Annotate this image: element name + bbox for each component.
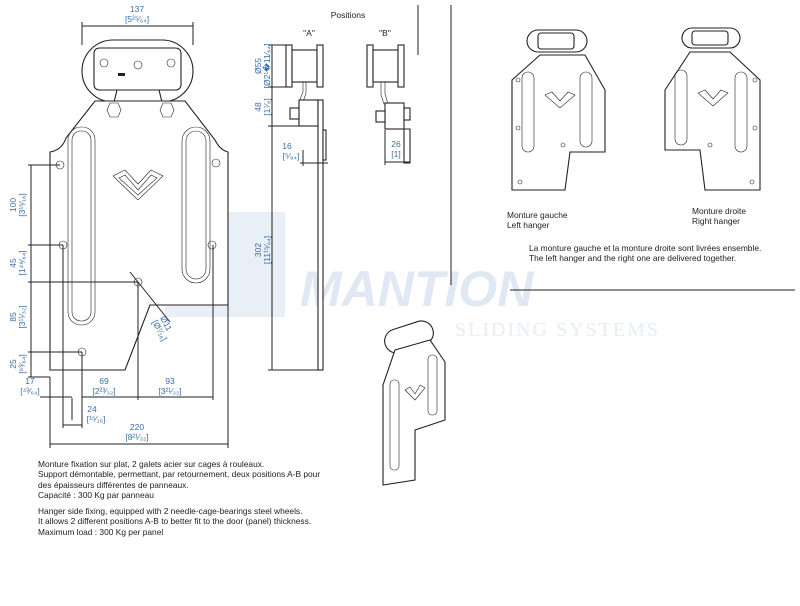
- svg-text:[3¹¹⁄₃₂]: [3¹¹⁄₃₂]: [17, 305, 27, 328]
- description-line: Capacité : 300 Kg par panneau: [38, 489, 154, 500]
- svg-text:[⁶³⁄₆₄]: [⁶³⁄₆₄]: [17, 354, 27, 373]
- svg-text:26: 26: [391, 139, 401, 149]
- svg-text:[1⁴⁹⁄₆₄]: [1⁴⁹⁄₆₄]: [17, 250, 27, 275]
- right-hanger-fr: Monture droite: [692, 206, 746, 216]
- position-a-label: "A": [303, 28, 315, 38]
- svg-text:69: 69: [99, 376, 109, 386]
- right-hanger-en: Right hanger: [692, 216, 740, 227]
- svg-text:48: 48: [253, 102, 263, 112]
- side-view-position-a: [285, 44, 327, 371]
- description-line: Hanger side fixing, equipped with 2 need…: [38, 506, 303, 516]
- svg-text:93: 93: [165, 376, 175, 386]
- description-line: des épaisseurs différentes de panneaux.: [38, 479, 189, 490]
- watermark-tagline: SLIDING SYSTEMS: [455, 319, 660, 341]
- description-fr: Monture fixation sur plat, 2 galets acie…: [38, 459, 320, 500]
- svg-text:[⁵⁄₈₄]: [⁵⁄₈₄]: [283, 151, 300, 161]
- left-hanger-fr: Monture gauche: [507, 210, 568, 220]
- svg-text:[1]: [1]: [391, 149, 400, 159]
- front-dimension-lines: [28, 22, 229, 448]
- svg-text:[3¹⁵⁄₁₆]: [3¹⁵⁄₁₆]: [17, 193, 27, 217]
- right-hanger-illustration: [664, 27, 761, 191]
- svg-text:[8²¹⁄₃₂]: [8²¹⁄₃₂]: [125, 432, 148, 442]
- delivery-note-fr: La monture gauche et la monture droite s…: [529, 243, 762, 253]
- position-b-label: "B": [379, 28, 391, 38]
- side-view-position-b: [366, 44, 411, 164]
- svg-text:16: 16: [282, 141, 292, 151]
- left-hanger-en: Left hanger: [507, 220, 550, 231]
- watermark-brand: MANTION: [300, 261, 534, 317]
- right-hanger-caption: Monture droite Right hanger: [692, 206, 746, 227]
- svg-text:[Ø2¹�11⁄₆₄]: [Ø2¹�11⁄₆₄]: [261, 44, 272, 89]
- svg-text:[5²⁵⁄₆₄]: [5²⁵⁄₆₄]: [125, 14, 149, 24]
- svg-text:17: 17: [25, 376, 35, 386]
- delivery-note-en: The left hanger and the right one are de…: [529, 253, 737, 264]
- svg-text:220: 220: [130, 422, 144, 432]
- description-en: Hanger side fixing, equipped with 2 need…: [38, 506, 311, 537]
- svg-text:[¹⁵⁄₁₆]: [¹⁵⁄₁₆]: [87, 414, 106, 424]
- front-dimension-labels: 137 [5²⁵⁄₆₄] 100 [3¹⁵⁄₁₆] 45 [1⁴⁹⁄₆₄] 85…: [8, 4, 182, 442]
- svg-text:137: 137: [130, 4, 144, 14]
- svg-text:302: 302: [253, 243, 263, 257]
- svg-text:[11¹⁵⁄₆₄]: [11¹⁵⁄₆₄]: [262, 236, 272, 264]
- svg-text:[3²¹⁄₃₂]: [3²¹⁄₃₂]: [158, 386, 181, 396]
- svg-text:24: 24: [87, 404, 97, 414]
- svg-text:[⁴³⁄₆₄]: [⁴³⁄₆₄]: [20, 386, 40, 396]
- svg-text:45: 45: [8, 258, 18, 268]
- svg-text:[1⁷⁄₈]: [1⁷⁄₈]: [262, 98, 272, 115]
- front-view-hanger: [49, 39, 229, 371]
- svg-text:Ø55: Ø55: [253, 58, 263, 74]
- svg-text:100: 100: [8, 198, 18, 212]
- description-line: Support démontable, permettant, par reto…: [38, 469, 321, 480]
- svg-text:25: 25: [8, 359, 18, 369]
- delivery-note: La monture gauche et la monture droite s…: [529, 243, 761, 264]
- description-line: Monture fixation sur plat, 2 galets acie…: [38, 459, 265, 469]
- isometric-hanger-illustration: [382, 320, 446, 486]
- watermark: MANTION SLIDING SYSTEMS: [165, 212, 660, 341]
- description-line: Maximum load : 300 Kg per panel: [38, 526, 164, 537]
- left-hanger-caption: Monture gauche Left hanger: [507, 210, 568, 231]
- svg-text:85: 85: [8, 312, 18, 322]
- positions-title: Positions: [331, 10, 366, 20]
- left-hanger-illustration: [511, 29, 606, 191]
- description-line: It allows 2 different positions A-B to b…: [38, 516, 312, 527]
- side-view-labels: Positions "A" "B" Ø55 [Ø2¹�11⁄₆₄] 48 [1⁷…: [253, 10, 401, 264]
- side-dimension-lines: [268, 44, 410, 371]
- svg-text:[2²³⁄₃₂]: [2²³⁄₃₂]: [92, 386, 115, 396]
